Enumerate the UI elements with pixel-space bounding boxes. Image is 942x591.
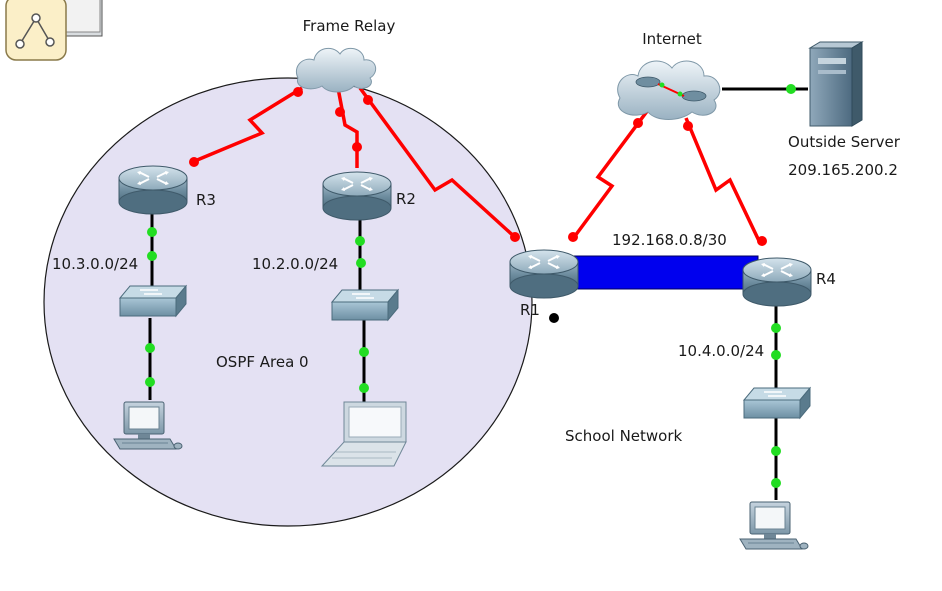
ospf-area-boundary bbox=[43, 77, 533, 527]
laptop-icon[interactable] bbox=[320, 401, 407, 467]
router-r1-label: R1 bbox=[520, 301, 540, 319]
highlighted-link-r1-r4 bbox=[571, 255, 759, 290]
switch-r2-lan-icon[interactable] bbox=[331, 289, 399, 321]
link-up-dot bbox=[771, 323, 781, 333]
serial-link-internet-r4 bbox=[684, 117, 762, 244]
link-up-dot bbox=[147, 227, 157, 237]
switch-r4-lan-icon[interactable] bbox=[743, 387, 811, 419]
link-up-dot bbox=[359, 347, 369, 357]
link-endpoint-dot bbox=[335, 107, 345, 117]
router-r3-label: R3 bbox=[196, 191, 216, 209]
network-r4-lan-label: 10.4.0.0/24 bbox=[678, 342, 764, 360]
link-up-dot bbox=[147, 251, 157, 261]
network-r1-r4-link-label: 192.168.0.8/30 bbox=[612, 231, 727, 249]
link-up-dot bbox=[771, 350, 781, 360]
server-icon[interactable] bbox=[808, 41, 864, 127]
link-endpoint-dot bbox=[363, 95, 373, 105]
router-r1-icon[interactable] bbox=[509, 249, 579, 299]
link-endpoint-dot bbox=[293, 87, 303, 97]
frame-relay-label: Frame Relay bbox=[303, 17, 396, 35]
frame-relay-cloud-icon[interactable] bbox=[296, 47, 377, 93]
link-endpoint-dot bbox=[189, 157, 199, 167]
router-r2-icon[interactable] bbox=[322, 171, 392, 221]
router-r3-icon[interactable] bbox=[118, 165, 188, 215]
switch-r3-lan-icon[interactable] bbox=[119, 285, 187, 317]
link-endpoint-dot bbox=[757, 236, 767, 246]
router-r2-label: R2 bbox=[396, 190, 416, 208]
desktop-pc-r4-lan-icon[interactable] bbox=[739, 501, 809, 550]
link-endpoint-dot bbox=[510, 232, 520, 242]
network-r3-lan-label: 10.3.0.0/24 bbox=[52, 255, 138, 273]
router-r4-icon[interactable] bbox=[742, 257, 812, 307]
topology-app-icon[interactable] bbox=[5, 0, 103, 61]
router-r4-label: R4 bbox=[816, 270, 836, 288]
server-name-label: Outside Server bbox=[788, 133, 901, 151]
ospf-area-label: OSPF Area 0 bbox=[216, 353, 309, 371]
link-endpoint-dot bbox=[683, 121, 693, 131]
link-up-dot bbox=[356, 258, 366, 268]
link-up-dot bbox=[771, 446, 781, 456]
school-network-label: School Network bbox=[565, 427, 683, 445]
serial-link-fr-r1 bbox=[358, 86, 520, 242]
link-up-dot bbox=[355, 236, 365, 246]
server-ip-label: 209.165.200.2 bbox=[788, 161, 898, 179]
cursor-marker bbox=[549, 313, 559, 323]
link-up-dot bbox=[145, 377, 155, 387]
link-endpoint-dot bbox=[568, 232, 578, 242]
serial-link-fr-r3 bbox=[189, 86, 303, 165]
link-up-dot bbox=[359, 383, 369, 393]
link-endpoint-dot bbox=[352, 142, 362, 152]
link-up-dot bbox=[786, 84, 796, 94]
network-r2-lan-label: 10.2.0.0/24 bbox=[252, 255, 338, 273]
link-up-dot bbox=[145, 343, 155, 353]
internet-cloud-icon[interactable] bbox=[617, 60, 721, 120]
link-endpoint-dot bbox=[633, 118, 643, 128]
internet-label: Internet bbox=[642, 30, 702, 48]
serial-link-internet-r1 bbox=[570, 108, 650, 242]
link-up-dot bbox=[771, 478, 781, 488]
